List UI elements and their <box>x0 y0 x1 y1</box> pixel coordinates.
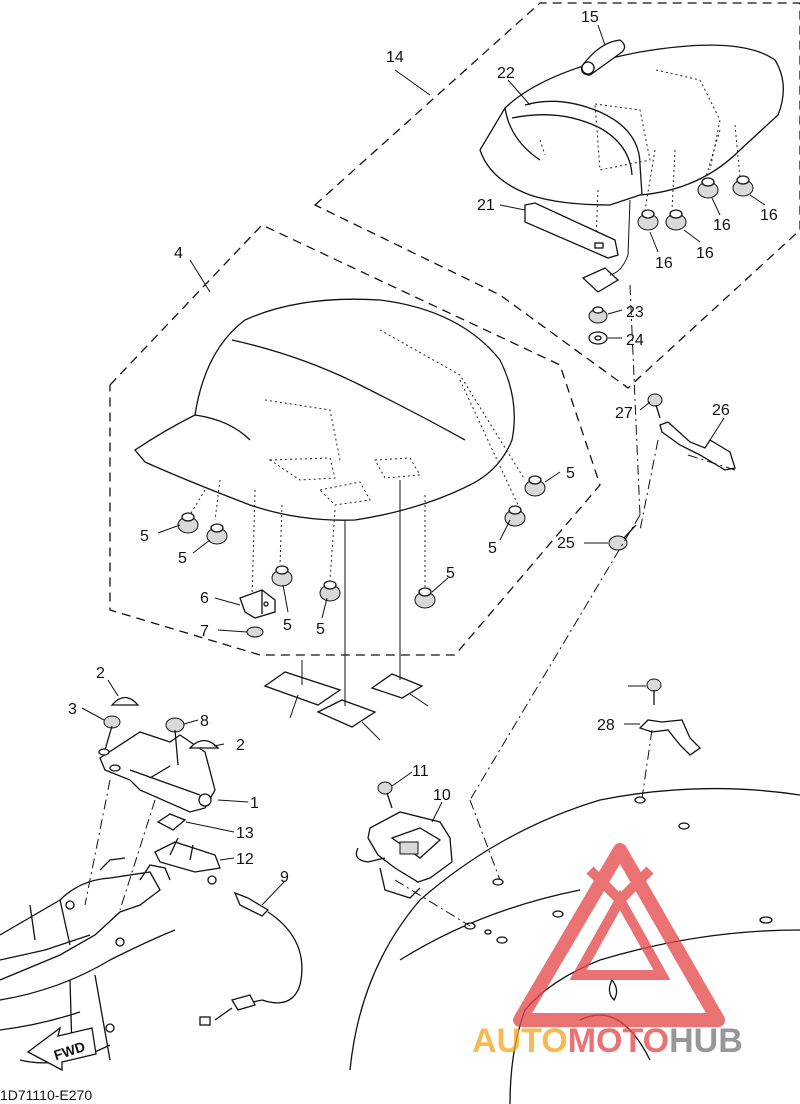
bracket-22 <box>659 421 736 471</box>
nut-16-a <box>637 209 659 231</box>
bolt-23 <box>647 393 663 419</box>
leader-lines <box>81 24 766 906</box>
front-seat-drop-lines <box>189 479 426 601</box>
callout-10: 8 <box>200 713 209 730</box>
callout-14: 14 <box>386 49 404 66</box>
nut-5-c <box>271 565 293 587</box>
callout-16-d: 16 <box>696 245 714 262</box>
washer-7 <box>246 626 264 638</box>
seat-latch-12 <box>355 811 453 899</box>
connection-lines <box>84 284 736 927</box>
bracket-24 <box>638 719 702 756</box>
callout-4: 4 <box>174 245 183 262</box>
fwd-arrow: FWD <box>26 1026 97 1072</box>
nut-5-e <box>414 587 436 609</box>
callout-22: 26 <box>712 402 730 419</box>
pad-26 <box>316 699 377 728</box>
watermark-triangle <box>513 843 725 1027</box>
cap-2-right <box>188 739 220 749</box>
frame-section <box>0 857 176 1064</box>
rear-seat-nuts <box>637 175 754 231</box>
washer-20 <box>588 331 608 345</box>
callout-24: 28 <box>597 717 615 734</box>
diagram-code: 1D71110-E270 <box>0 1087 92 1103</box>
callout-5-f: 5 <box>316 621 325 638</box>
callout-5-c: 5 <box>566 465 575 482</box>
callout-16-b: 16 <box>760 207 778 224</box>
pad-28 <box>370 673 424 699</box>
bolt-21 <box>608 524 637 551</box>
callout-9: 13 <box>236 825 254 842</box>
seat-lock-bracket <box>99 731 216 813</box>
nut-16-b <box>665 209 687 231</box>
nut-10 <box>165 717 185 766</box>
nut-5-g <box>504 505 526 527</box>
callout-1: 1 <box>250 795 259 812</box>
callout-11: 9 <box>280 869 289 886</box>
nut-16-d <box>732 175 754 197</box>
callout-3: 3 <box>68 701 77 718</box>
nut-19 <box>588 306 608 324</box>
plate-9 <box>156 813 187 831</box>
bracket-6 <box>239 589 276 619</box>
callout-5-g: 5 <box>446 565 455 582</box>
nut-5-f <box>524 475 546 497</box>
rear-seat-hook-line <box>609 199 631 276</box>
cap-2-upper <box>110 696 140 706</box>
bolt-25 <box>646 678 662 705</box>
callout-labels: 14 15 22 21 16 16 16 16 23 24 4 5 5 5 5 … <box>68 9 778 886</box>
callout-18: 22 <box>497 65 515 82</box>
callout-5-d: 5 <box>488 540 497 557</box>
nut-5-d <box>319 580 341 602</box>
callout-16-c: 16 <box>655 255 673 272</box>
grab-strap <box>581 39 626 76</box>
callout-2-b: 2 <box>236 737 245 754</box>
callout-12: 10 <box>433 787 451 804</box>
nut-16-c <box>697 177 719 199</box>
front-seat <box>134 298 526 521</box>
watermark-text: AUTOMOTOHUB <box>472 1022 743 1060</box>
callout-21: 25 <box>557 535 575 552</box>
callout-20: 24 <box>626 332 644 349</box>
callout-16-a: 16 <box>713 217 731 234</box>
callout-23: 27 <box>615 405 633 422</box>
callout-5-b: 5 <box>178 550 187 567</box>
damper-pads <box>263 480 424 728</box>
front-seat-group-outline <box>109 224 601 656</box>
bolt-13 <box>377 781 393 809</box>
rear-seat-group-outline <box>313 2 800 389</box>
pad-27 <box>263 671 342 706</box>
callout-2-a: 2 <box>96 665 105 682</box>
callout-13: 11 <box>412 763 429 780</box>
callout-19: 23 <box>626 304 644 321</box>
callout-7: 7 <box>200 623 209 640</box>
rear-seat <box>479 44 784 206</box>
callout-15: 15 <box>581 9 599 26</box>
lock-8 <box>154 837 221 873</box>
nut-5-b <box>206 523 228 545</box>
nut-5-a <box>177 512 199 534</box>
front-seat-nuts <box>177 475 546 609</box>
bolt-3 <box>98 715 121 756</box>
bracket-17 <box>524 202 619 259</box>
callout-6: 6 <box>200 590 209 607</box>
seat-lock-cable <box>199 875 303 1026</box>
callout-17: 21 <box>477 197 495 214</box>
callout-8: 12 <box>236 851 254 868</box>
callout-5-a: 5 <box>140 528 149 545</box>
callout-5-e: 5 <box>283 617 292 634</box>
automotohub-watermark: AUTOMOTOHUB <box>472 843 743 1060</box>
seat-clip-plate <box>581 267 620 293</box>
